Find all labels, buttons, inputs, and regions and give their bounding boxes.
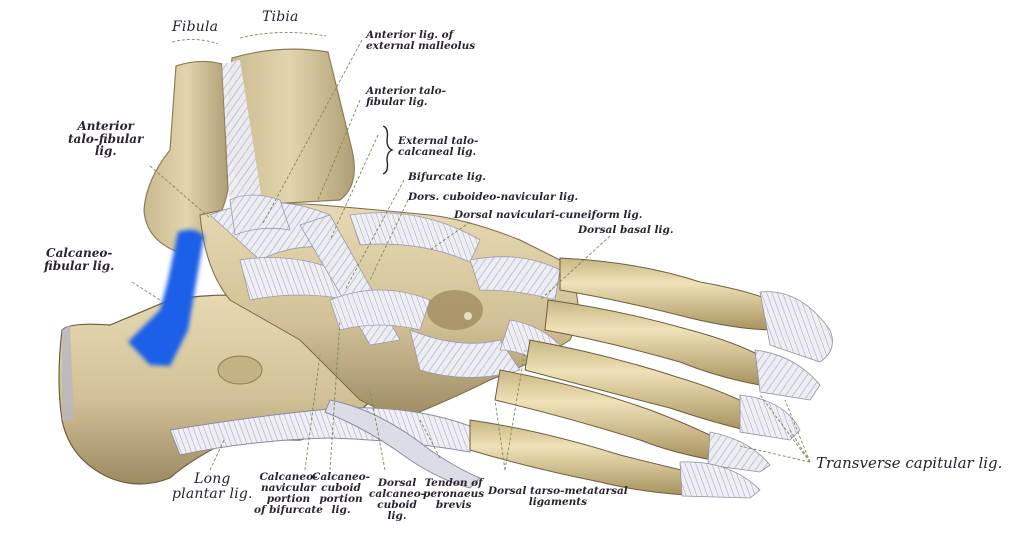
- label-anterior-talofibular-right: Anterior talo- fibular lig.: [366, 85, 447, 109]
- label-dorsal-basal: Dorsal basal lig.: [578, 224, 674, 236]
- label-external-talocalcaneal: External talo- calcaneal lig.: [398, 135, 479, 159]
- label-dorsal-calcaneo-cuboid: Dorsal calcaneo- cuboid lig.: [369, 477, 426, 523]
- label-anterior-talofibular-left: Anterior talo-fibular lig.: [68, 119, 144, 159]
- label-brace: [382, 125, 394, 175]
- label-fibula: Fibula: [172, 19, 219, 35]
- metatarsal-bones: [469, 257, 776, 496]
- label-calcaneo-navicular-portion: Calcaneo- navicular portion of bifurcate: [254, 471, 323, 517]
- peronaeus-brevis-tendon: [324, 399, 481, 489]
- label-dors-cuboideo-navicular: Dors. cuboideo-navicular lig.: [408, 191, 579, 203]
- label-transverse-capitular: Transverse capitular lig.: [816, 454, 1003, 472]
- metatarsophalangeal-capsules: [679, 291, 833, 499]
- calcaneofibular-ligament-highlight: [128, 229, 204, 366]
- tarsal-ligaments: [209, 194, 561, 378]
- label-dorsal-tarso-metatarsal: Dorsal tarso-metatarsal ligaments: [488, 485, 628, 509]
- leader-lines: [131, 32, 811, 471]
- label-calcaneo-fibular: Calcaneo- fibular lig.: [44, 246, 115, 273]
- label-anterior-lig-external-malleolus: Anterior lig. of external malleolus: [366, 29, 476, 53]
- label-tibia: Tibia: [262, 9, 299, 25]
- label-long-plantar: Long plantar lig.: [172, 471, 253, 502]
- label-dorsal-naviculari-cuneiform: Dorsal naviculari-cuneiform lig.: [454, 209, 643, 221]
- label-calcaneo-cuboid-portion: Calcaneo- cuboid portion lig.: [312, 471, 371, 517]
- label-bifurcate: Bifurcate lig.: [408, 171, 486, 183]
- tibia-bone: [224, 48, 355, 206]
- label-tendon-peronaeus-brevis: Tendon of peronaeus brevis: [423, 477, 485, 512]
- tibiofibular-ligament: [222, 60, 262, 210]
